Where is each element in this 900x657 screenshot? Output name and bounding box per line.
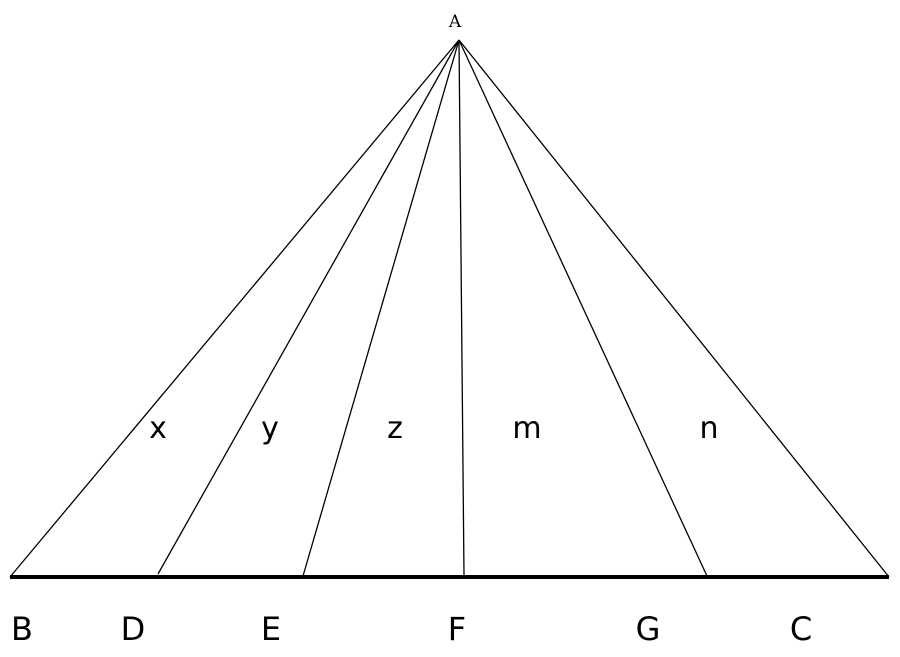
angle-label-m: m [512, 411, 541, 446]
point-label-c: C [790, 610, 812, 648]
segment-ad [157, 39, 460, 575]
angle-label-n: n [699, 411, 718, 446]
segment-ae [302, 39, 460, 577]
point-label-f: F [448, 610, 466, 648]
angle-label-y: y [261, 411, 279, 446]
point-label-a: A [448, 12, 462, 32]
segment-ab [9, 39, 460, 578]
point-label-e: E [261, 610, 281, 648]
angle-label-z: z [387, 411, 403, 446]
segment-ag [458, 39, 708, 577]
point-label-b: B [11, 610, 33, 648]
point-label-d: D [121, 610, 146, 648]
segment-af [458, 39, 465, 577]
point-label-g: G [636, 610, 661, 648]
segment-ac [458, 39, 890, 578]
angle-label-x: x [149, 411, 167, 446]
